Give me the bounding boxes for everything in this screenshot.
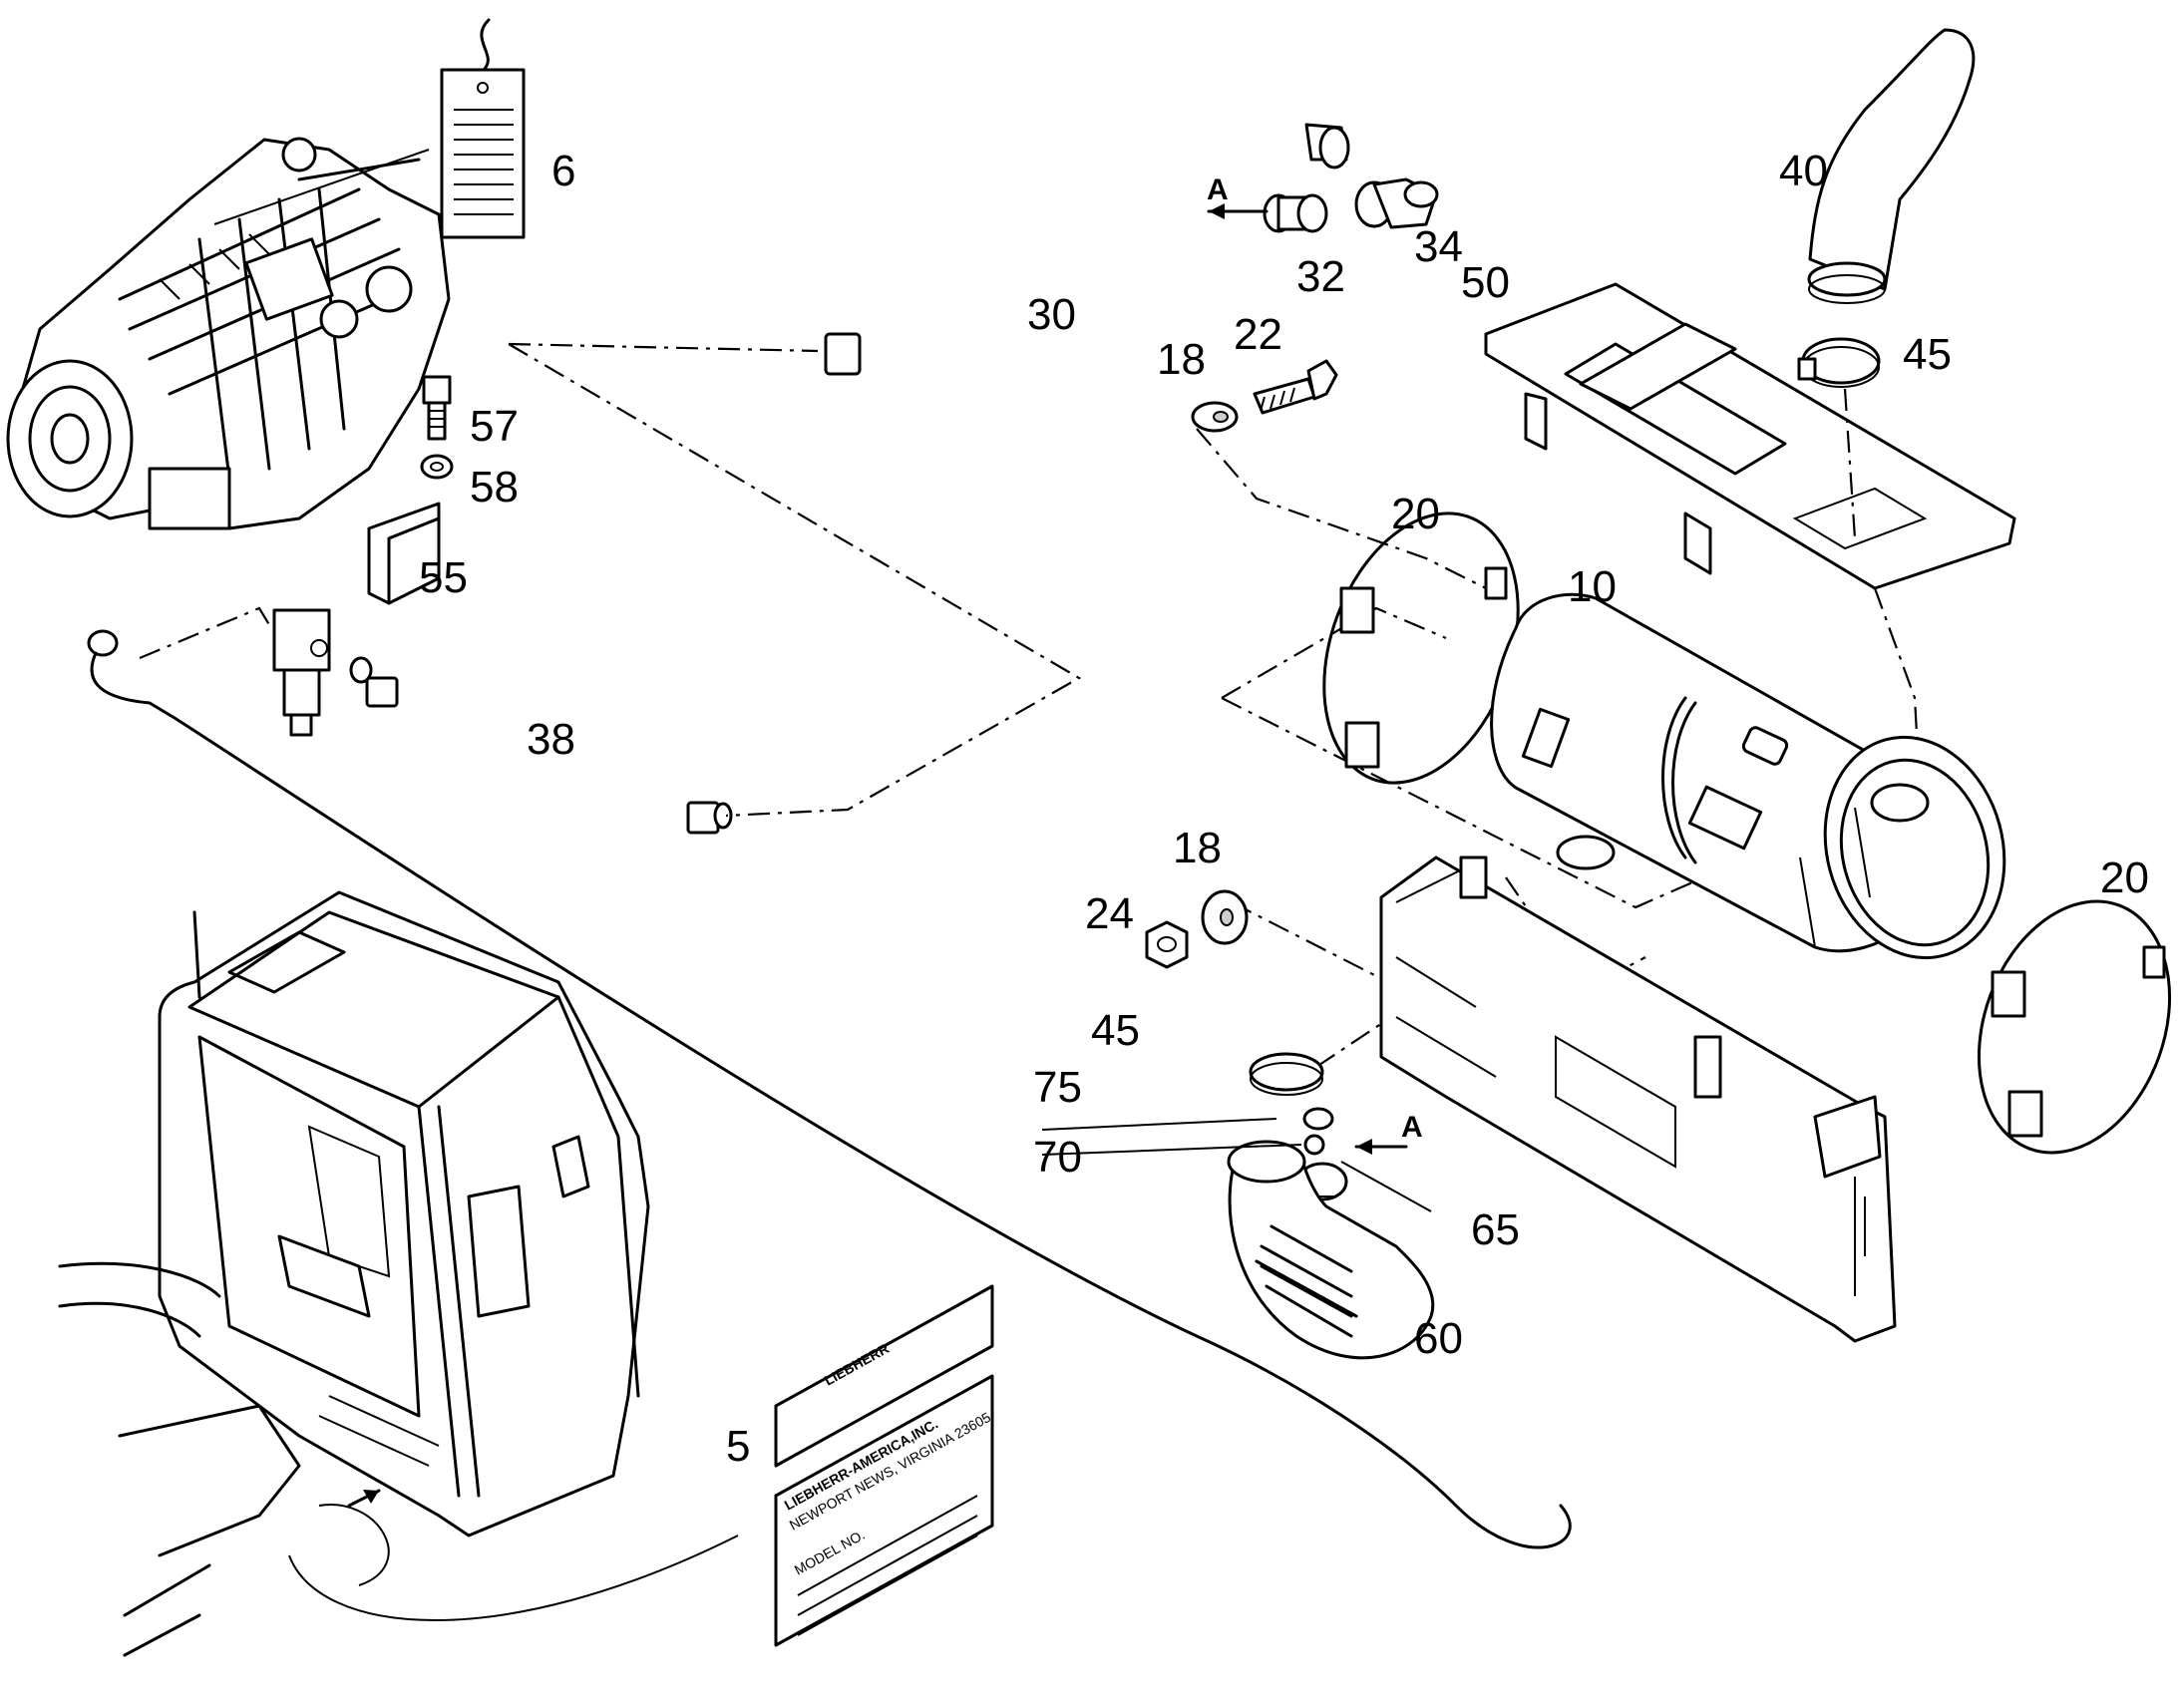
arrow-label-a-bottom: A: [1401, 1111, 1423, 1144]
callout-22: 22: [1234, 310, 1282, 359]
callout-30: 30: [1027, 290, 1076, 339]
hose-60: [1227, 1140, 1435, 1360]
elbow-fitting-34: [1354, 177, 1439, 229]
callout-20-right: 20: [2100, 854, 2149, 902]
callout-70: 70: [1033, 1133, 1082, 1182]
operator-cab: [58, 890, 739, 1657]
clamp-20-left: [1322, 512, 1520, 785]
callout-40: 40: [1779, 147, 1828, 195]
callout-18-bottom: 18: [1173, 824, 1222, 872]
arrow-label-a-top: A: [1207, 173, 1229, 206]
mounting-bracket-50: [1484, 282, 2016, 590]
callout-75: 75: [1033, 1063, 1082, 1112]
small-parts-75-70: [1302, 1107, 1334, 1156]
callout-65: 65: [1471, 1205, 1520, 1254]
intake-elbow-40: [1807, 28, 1976, 304]
callout-leaders: [213, 149, 1432, 1212]
washer-18-top: [1191, 401, 1239, 433]
callout-24: 24: [1085, 889, 1134, 938]
engine-illustration: [6, 137, 451, 530]
callout-57: 57: [470, 402, 519, 451]
air-cleaner-10: [1490, 592, 2006, 960]
callout-34: 34: [1414, 222, 1463, 271]
callout-5: 5: [726, 1422, 750, 1471]
bracket-55: [367, 502, 441, 605]
direction-arrow-a-bottom: [1354, 1139, 1408, 1155]
hose-38: [349, 656, 733, 835]
callout-50: 50: [1461, 258, 1510, 307]
callout-32: 32: [1296, 252, 1345, 301]
nut-24: [1145, 920, 1189, 969]
callout-18-top: 18: [1157, 335, 1206, 384]
callout-45-bottom: 45: [1091, 1006, 1140, 1055]
screw-57: [422, 375, 452, 441]
engine-id-tag: [440, 18, 526, 239]
clamp-45-top: [1797, 337, 1881, 388]
clamp-20-right: [1977, 899, 2172, 1155]
clamp-45-bottom: [1249, 1052, 1324, 1096]
callout-60: 60: [1414, 1314, 1463, 1363]
direction-arrow-a-top: [1207, 203, 1269, 219]
bolt-22: [1253, 359, 1338, 415]
washer-18-bottom: [1201, 889, 1249, 945]
callout-55: 55: [419, 553, 468, 602]
callout-10: 10: [1568, 562, 1617, 611]
callout-58: 58: [470, 463, 519, 512]
callout-20-left: 20: [1391, 490, 1440, 538]
callout-labels: 6 30 32 34 50 40 45 22 18 57 58 55 20 10…: [419, 147, 2149, 1471]
pipe-assembly-30: [824, 117, 1350, 376]
fitting-32: [1263, 193, 1328, 233]
washer-58: [420, 454, 454, 480]
pressure-tube: [87, 629, 1572, 1549]
mounting-plate: [1379, 855, 1897, 1343]
callout-38: 38: [527, 715, 575, 764]
callout-45-top: 45: [1903, 330, 1952, 379]
inline-filter: [272, 608, 331, 737]
callout-6: 6: [551, 147, 575, 195]
